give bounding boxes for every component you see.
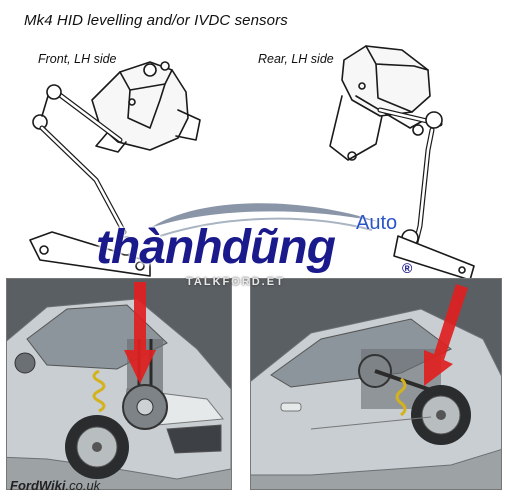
front-sensor-body bbox=[91, 61, 201, 153]
credit-domain: .co.uk bbox=[65, 478, 101, 493]
rear-sensor-arm bbox=[377, 107, 475, 281]
watermark-auto: Auto bbox=[356, 212, 398, 234]
credit-footer: FordWiki.co.uk bbox=[10, 478, 100, 493]
front-suspension-photo bbox=[6, 278, 232, 490]
diagram-title: Mk4 HID levelling and/or IVDC sensors bbox=[24, 12, 288, 29]
watermark-registered: ® bbox=[402, 260, 413, 276]
credit-site: FordWiki bbox=[10, 478, 66, 493]
watermark-forum: TALKFORD.ET bbox=[186, 276, 285, 288]
watermark-brand: thànhdũng bbox=[96, 221, 336, 274]
front-car-illustration bbox=[7, 279, 231, 489]
label-rear-lh-side: Rear, LH side bbox=[258, 52, 334, 66]
label-front-lh-side: Front, LH side bbox=[38, 52, 117, 66]
front-sensor-arm bbox=[29, 84, 151, 277]
front-pointer-arrow bbox=[124, 282, 156, 384]
rear-pointer-arrow bbox=[424, 284, 468, 386]
